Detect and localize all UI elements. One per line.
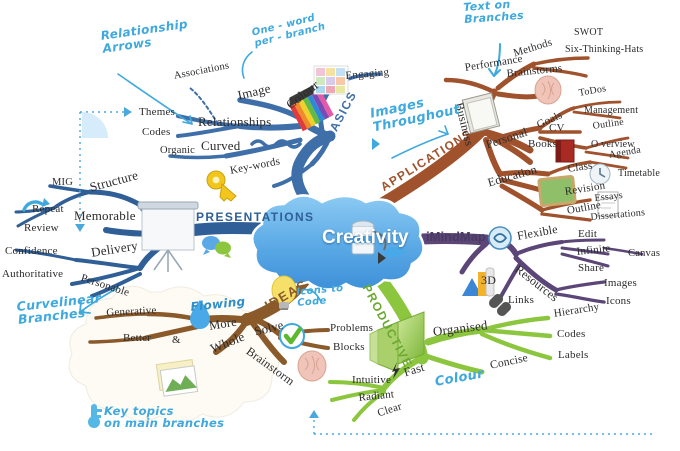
node-review[interactable]: Review bbox=[24, 222, 59, 234]
green-tick-icon bbox=[279, 323, 305, 349]
presentation-screen-icon bbox=[137, 201, 199, 272]
center-label[interactable]: Creativity bbox=[322, 227, 409, 248]
node-repeat[interactable]: Repeat bbox=[32, 203, 64, 215]
dashed-frame-arrowheads bbox=[75, 107, 319, 418]
dashed-guide-frame bbox=[79, 111, 656, 435]
notebook-icon bbox=[461, 92, 501, 134]
node-better[interactable]: Better bbox=[123, 332, 152, 344]
key-icon bbox=[206, 170, 237, 202]
node-codes-p[interactable]: Codes bbox=[557, 328, 586, 340]
node-authoritative[interactable]: Authoritative bbox=[2, 268, 64, 280]
node-overview[interactable]: O verview bbox=[591, 139, 635, 150]
node-relationships[interactable]: Relationships bbox=[198, 114, 272, 129]
documents-icon bbox=[597, 191, 619, 217]
node-canvas[interactable]: Canvas bbox=[628, 248, 661, 259]
node-organic[interactable]: Organic bbox=[160, 145, 196, 156]
node-memorable[interactable]: Memorable bbox=[74, 208, 136, 223]
node-3d[interactable]: 3D bbox=[481, 273, 497, 287]
node-mig[interactable]: MIG bbox=[52, 177, 74, 188]
branch-label-presentations[interactable]: PRESENTATIONS bbox=[196, 210, 315, 224]
node-timetable[interactable]: Timetable bbox=[618, 168, 660, 179]
node-problems[interactable]: Problems bbox=[330, 322, 374, 334]
node-swot[interactable]: SWOT bbox=[574, 27, 604, 38]
refresh-circle-icon bbox=[488, 226, 512, 250]
red-book-icon bbox=[555, 139, 575, 163]
center-node-creativity[interactable] bbox=[250, 194, 425, 291]
node-edit[interactable]: Edit bbox=[578, 228, 598, 240]
node-themes[interactable]: Themes bbox=[139, 106, 176, 118]
node-confidence[interactable]: Confidence bbox=[5, 245, 58, 257]
annotation-text-on-branches: Text on Branches bbox=[462, 0, 525, 26]
chain-links-icon bbox=[488, 294, 511, 316]
node-blocks[interactable]: Blocks bbox=[333, 341, 365, 353]
node-books[interactable]: Books bbox=[528, 138, 558, 150]
lightbulb-icon bbox=[271, 275, 297, 310]
annotation-icons-to-code: Icons to Code bbox=[295, 282, 344, 309]
node-labels[interactable]: Labels bbox=[558, 349, 589, 361]
node-intuitive[interactable]: Intuitive bbox=[352, 374, 392, 386]
node-links[interactable]: Links bbox=[508, 294, 535, 306]
colour-pencils-icon bbox=[289, 84, 334, 132]
clock-icon bbox=[589, 163, 611, 185]
colour-swatch-icon bbox=[313, 65, 349, 95]
key-topics-key-icon bbox=[88, 404, 102, 428]
node-cv[interactable]: CV bbox=[549, 122, 565, 134]
branch-label-imindmap[interactable]: iMindMap bbox=[426, 229, 486, 244]
node-curved[interactable]: Curved bbox=[201, 138, 241, 153]
lightning-icon bbox=[392, 362, 400, 379]
node-six-thinking-hats[interactable]: Six-Thinking-Hats bbox=[565, 44, 644, 55]
node-codes[interactable]: Codes bbox=[142, 126, 171, 138]
dashed-frame-quarter-disc bbox=[82, 112, 108, 138]
brain-icon bbox=[297, 350, 327, 382]
paint-pot-icon bbox=[351, 220, 404, 264]
node-management[interactable]: Management bbox=[584, 105, 639, 116]
node-ampersand[interactable]: & bbox=[172, 334, 181, 346]
node-images[interactable]: Images bbox=[604, 277, 637, 289]
node-icons[interactable]: Icons bbox=[606, 295, 631, 307]
photo-icon bbox=[155, 359, 199, 397]
speech-bubbles-icon bbox=[202, 236, 231, 258]
annotation-arrows bbox=[79, 43, 501, 314]
brain-pink-icon bbox=[534, 75, 562, 105]
node-share[interactable]: Share bbox=[578, 262, 605, 274]
green-cube-icon bbox=[369, 311, 425, 373]
annotation-key-topics: Key topics on main branches bbox=[104, 404, 225, 431]
water-drop-icon bbox=[190, 300, 210, 329]
arrow-repeat-icon bbox=[22, 198, 50, 212]
blackboard-icon bbox=[537, 174, 577, 208]
3d-shapes-icon bbox=[462, 267, 495, 297]
